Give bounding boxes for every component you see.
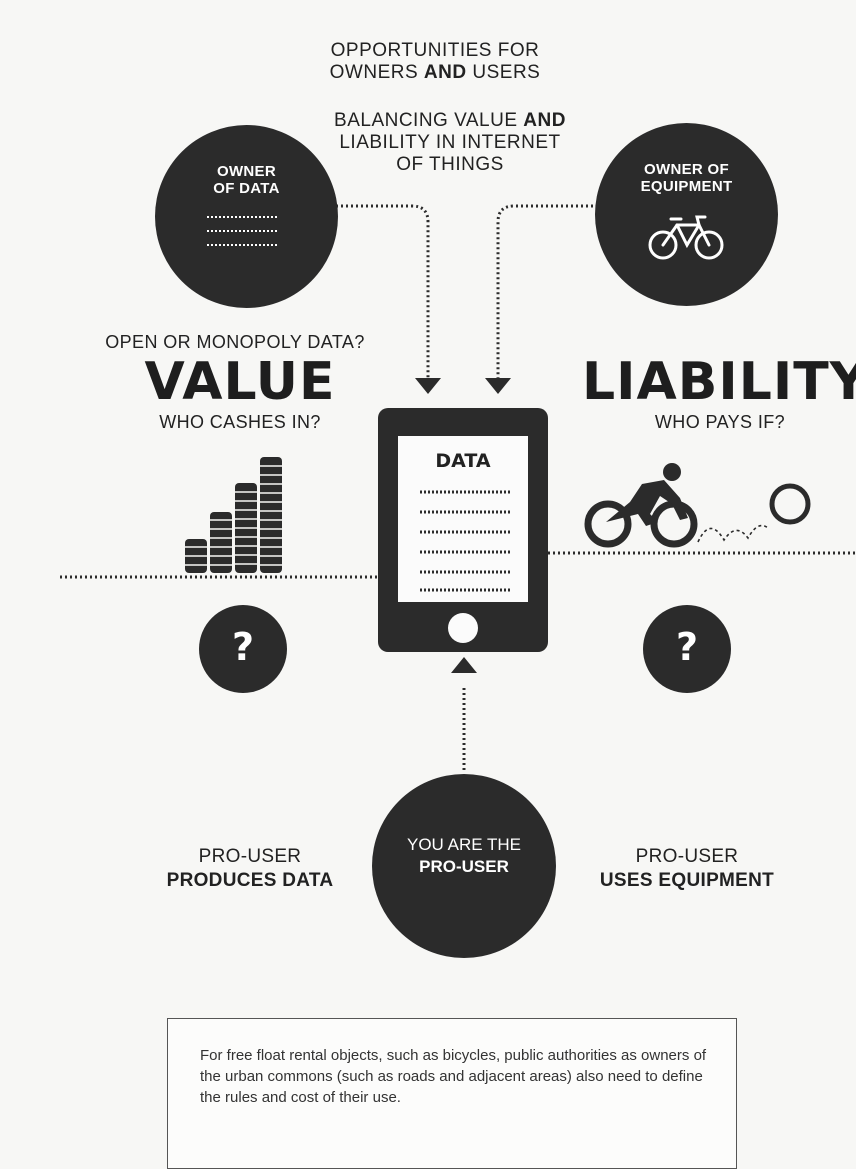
bounce-path bbox=[697, 524, 769, 543]
header-line1: OPPORTUNITIES FOR bbox=[330, 40, 540, 61]
value-question: OPEN OR MONOPOLY DATA? bbox=[105, 332, 365, 352]
value-subtitle: WHO CASHES IN? bbox=[159, 412, 321, 432]
coin-stacks-icon bbox=[185, 457, 282, 573]
liability-title: LIABILITY bbox=[582, 352, 856, 412]
header-line2: OWNERS AND USERS bbox=[329, 62, 541, 83]
pro-user-produces-data: PRO-USER PRODUCES DATA bbox=[166, 846, 334, 891]
note-box: For free float rental objects, such as b… bbox=[167, 1018, 737, 1169]
owner-equipment-connector bbox=[496, 204, 598, 378]
arrow-down-left bbox=[415, 378, 441, 394]
cyclist-icon bbox=[584, 463, 811, 548]
note-text: For free float rental objects, such as b… bbox=[200, 1047, 707, 1106]
question-circle-left: ? bbox=[199, 605, 287, 693]
question-circle-right: ? bbox=[643, 605, 731, 693]
phone-device: DATA bbox=[378, 408, 548, 652]
owner-of-data-label: OWNER OF DATA bbox=[213, 163, 280, 197]
owner-of-data-circle: OWNER OF DATA bbox=[155, 125, 338, 308]
question-mark-right: ? bbox=[675, 625, 699, 669]
liability-subtitle: WHO PAYS IF? bbox=[654, 412, 786, 432]
screen-title: DATA bbox=[435, 450, 491, 472]
pro-user-circle-label: YOU ARE THE PRO-USER bbox=[407, 835, 521, 876]
data-lines-icon bbox=[207, 216, 279, 246]
bicycle-icon bbox=[648, 215, 724, 260]
balancing-line2: LIABILITY IN INTERNET bbox=[339, 132, 561, 153]
question-mark-left: ? bbox=[231, 625, 255, 669]
arrow-down-right bbox=[485, 378, 511, 394]
owner-of-equipment-circle: OWNER OF EQUIPMENT bbox=[595, 123, 778, 306]
owner-data-connector bbox=[336, 204, 430, 378]
value-title: VALUE bbox=[144, 352, 336, 412]
pro-user-uses-equipment: PRO-USER USES EQUIPMENT bbox=[599, 846, 775, 891]
owner-of-equipment-label: OWNER OF EQUIPMENT bbox=[640, 161, 733, 195]
ball-icon bbox=[769, 483, 811, 525]
header-title: OPPORTUNITIES FOR OWNERS AND USERS bbox=[290, 40, 580, 84]
balancing-line1: BALANCING VALUE AND bbox=[334, 110, 566, 131]
arrow-up-pro-user bbox=[451, 657, 477, 673]
home-button bbox=[448, 613, 478, 643]
phone-screen: DATA bbox=[398, 436, 528, 602]
balancing-title: BALANCING VALUE AND LIABILITY IN INTERNE… bbox=[300, 110, 600, 176]
data-rows-icon bbox=[420, 490, 510, 592]
balancing-line3: OF THINGS bbox=[396, 154, 504, 175]
pro-user-circle: YOU ARE THE PRO-USER bbox=[372, 774, 556, 958]
